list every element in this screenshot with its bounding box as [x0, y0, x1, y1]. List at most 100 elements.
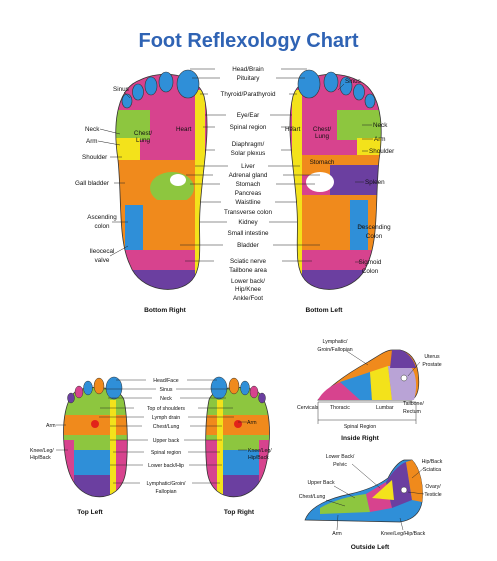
label-neck-top: Neck: [160, 396, 172, 402]
br-toe-5: [121, 93, 133, 109]
zone-lung-l: Lung: [315, 133, 330, 140]
label-colon-s: Colon: [362, 268, 379, 275]
label-bladder: Bladder: [237, 242, 259, 249]
label-gall-bladder: Gall bladder: [75, 180, 109, 187]
label-thoracic: Thoracic: [330, 405, 350, 411]
label-rectum: Rectum: [403, 409, 421, 415]
label-uterus: Uterus: [424, 354, 440, 360]
label-ascending: Ascending: [87, 214, 117, 221]
label-spinal-region-in: Spinal Region: [344, 424, 376, 430]
label-neck-l: Neck: [373, 122, 388, 129]
bottom-right-foot-labels: Sinus Neck Arm Shoulder Gall bladder Asc…: [75, 86, 192, 264]
br-adrenal-zone: [170, 174, 186, 186]
label-tailbone: Tailbone area: [229, 267, 267, 274]
label-solar-plexus: Solar plexus: [231, 150, 266, 157]
label-head-face: Head/Face: [153, 378, 178, 384]
label-prostate: Prostate: [422, 362, 441, 368]
zone-heart-l: Heart: [285, 126, 301, 133]
caption-top-left: Top Left: [77, 509, 103, 516]
label-lymphatic-in: Lymphatic/: [323, 339, 348, 345]
br-big-toe: [176, 69, 200, 99]
label-testicle: Testicle: [424, 492, 441, 498]
label-lumbar: Lumbar: [376, 405, 394, 411]
label-chest-lung-out: Chest/Lung: [299, 494, 326, 500]
label-valve: valve: [95, 257, 110, 264]
zone-stomach-l: Stomach: [310, 159, 335, 166]
label-transverse-colon: Transverse colon: [224, 209, 273, 216]
label-sinus-l: Sinus: [345, 78, 361, 85]
label-arm-tr: Arm: [247, 420, 257, 426]
label-lower-back: Lower back/: [231, 278, 265, 285]
top-right-foot: [205, 376, 270, 498]
label-adrenal: Adrenal gland: [229, 172, 268, 179]
label-groin-in: Groin/Fallopian: [317, 347, 352, 353]
label-chest-lung-top: Chest/Lung: [153, 424, 180, 430]
br-toe-4: [132, 83, 144, 101]
label-top-shoulders: Top of shoulders: [147, 406, 185, 412]
label-arm-tl: Arm: [46, 423, 56, 429]
label-spinal-top: Spinal region: [151, 450, 181, 456]
label-thyroid: Thyroid/Parathyroid: [221, 91, 276, 98]
top-side-labels: Arm Knee/Leg/ Hip/Back Arm Knee/Leg/ Hip…: [30, 420, 272, 461]
bottom-left-foot-labels: Sinus Neck Arm Shoulder Spleen Descendin…: [285, 78, 394, 275]
bottom-right-foot: [115, 69, 208, 290]
label-head-brain: Head/Brain: [232, 66, 264, 73]
label-knee-tr: Knee/Leg/: [248, 448, 272, 454]
zone-chest-r: Chest/: [134, 130, 152, 137]
label-spinal-region: Spinal region: [230, 124, 267, 131]
br-intestine-zone: [115, 200, 208, 250]
label-stomach: Stomach: [236, 181, 261, 188]
label-pelvic: Pelvic: [333, 462, 347, 468]
label-arm-l: Arm: [374, 136, 386, 143]
label-lower-back-hip: Lower back/Hip: [148, 463, 184, 469]
label-neck-r: Neck: [85, 126, 100, 133]
br-heel-zone: [115, 270, 208, 290]
label-upper-back-out: Upper Back: [307, 480, 335, 486]
label-hip-tl: Hip/Back: [30, 455, 51, 461]
label-ileocecal: Ileocecal: [90, 248, 115, 255]
br-toe-3: [144, 76, 158, 96]
caption-top-right: Top Right: [224, 509, 255, 516]
label-hip-tr: Hip/Back: [248, 455, 269, 461]
label-tailbone-in: Tailbone/: [403, 401, 424, 407]
label-sigmoid: Sigmoid: [359, 259, 382, 266]
label-sinus-top: Sinus: [160, 387, 173, 393]
label-knee-out: Knee/Leg/Hip/Back: [381, 531, 426, 537]
label-pancreas: Pancreas: [235, 190, 262, 197]
zone-chest-l: Chest/: [313, 126, 331, 133]
label-pituitary: Pituitary: [237, 75, 261, 82]
label-sciatic: Sciatic nerve: [230, 258, 267, 265]
label-sinus-r: Sinus: [113, 86, 129, 93]
label-waistline: Waistline: [235, 199, 261, 206]
label-lymph-drain: Lymph drain: [152, 415, 180, 421]
label-knee-tl: Knee/Leg/: [30, 448, 54, 454]
label-fallopian-top: Fallopian: [155, 489, 176, 495]
label-descending: Descending: [357, 224, 391, 231]
br-spine-zone: [195, 90, 205, 290]
chart-title: Foot Reflexology Chart: [138, 30, 359, 52]
inside-right-foot: Lymphatic/ Groin/Fallopian Uterus Prosta…: [297, 339, 442, 442]
zone-heart-r: Heart: [176, 126, 192, 133]
outside-left-foot: Lower Back/ Pelvic Hip/Back Sciatica Upp…: [299, 454, 443, 551]
br-colon-zone: [125, 205, 143, 253]
top-left-foot: [63, 376, 128, 498]
label-small-intestine: Small intestine: [228, 230, 269, 237]
bottom-left-foot: [289, 69, 382, 290]
label-lymphatic-top: Lymphatic/Groin/: [146, 481, 186, 487]
label-colon-d: Colon: [366, 233, 383, 240]
label-ovary: Ovary/: [425, 484, 441, 490]
bottom-center-labels: Head/Brain Pituitary Thyroid/Parathyroid…: [180, 66, 320, 302]
label-cervicals: Cervicals: [297, 405, 319, 411]
label-colon-a: colon: [94, 223, 110, 230]
label-kidney: Kidney: [238, 219, 258, 226]
label-diaphragm: Diaphragm/: [232, 141, 265, 148]
label-liver: Liver: [241, 163, 255, 170]
label-spleen: Spleen: [365, 179, 385, 186]
label-shoulder-l: Shoulder: [369, 148, 394, 155]
label-ankle-foot: Ankle/Foot: [233, 295, 263, 302]
label-eye-ear: Eye/Ear: [237, 112, 259, 119]
label-arm-out: Arm: [332, 531, 342, 537]
footer-mark: [190, 551, 310, 557]
label-hip-back-out: Hip/Back: [422, 459, 443, 465]
